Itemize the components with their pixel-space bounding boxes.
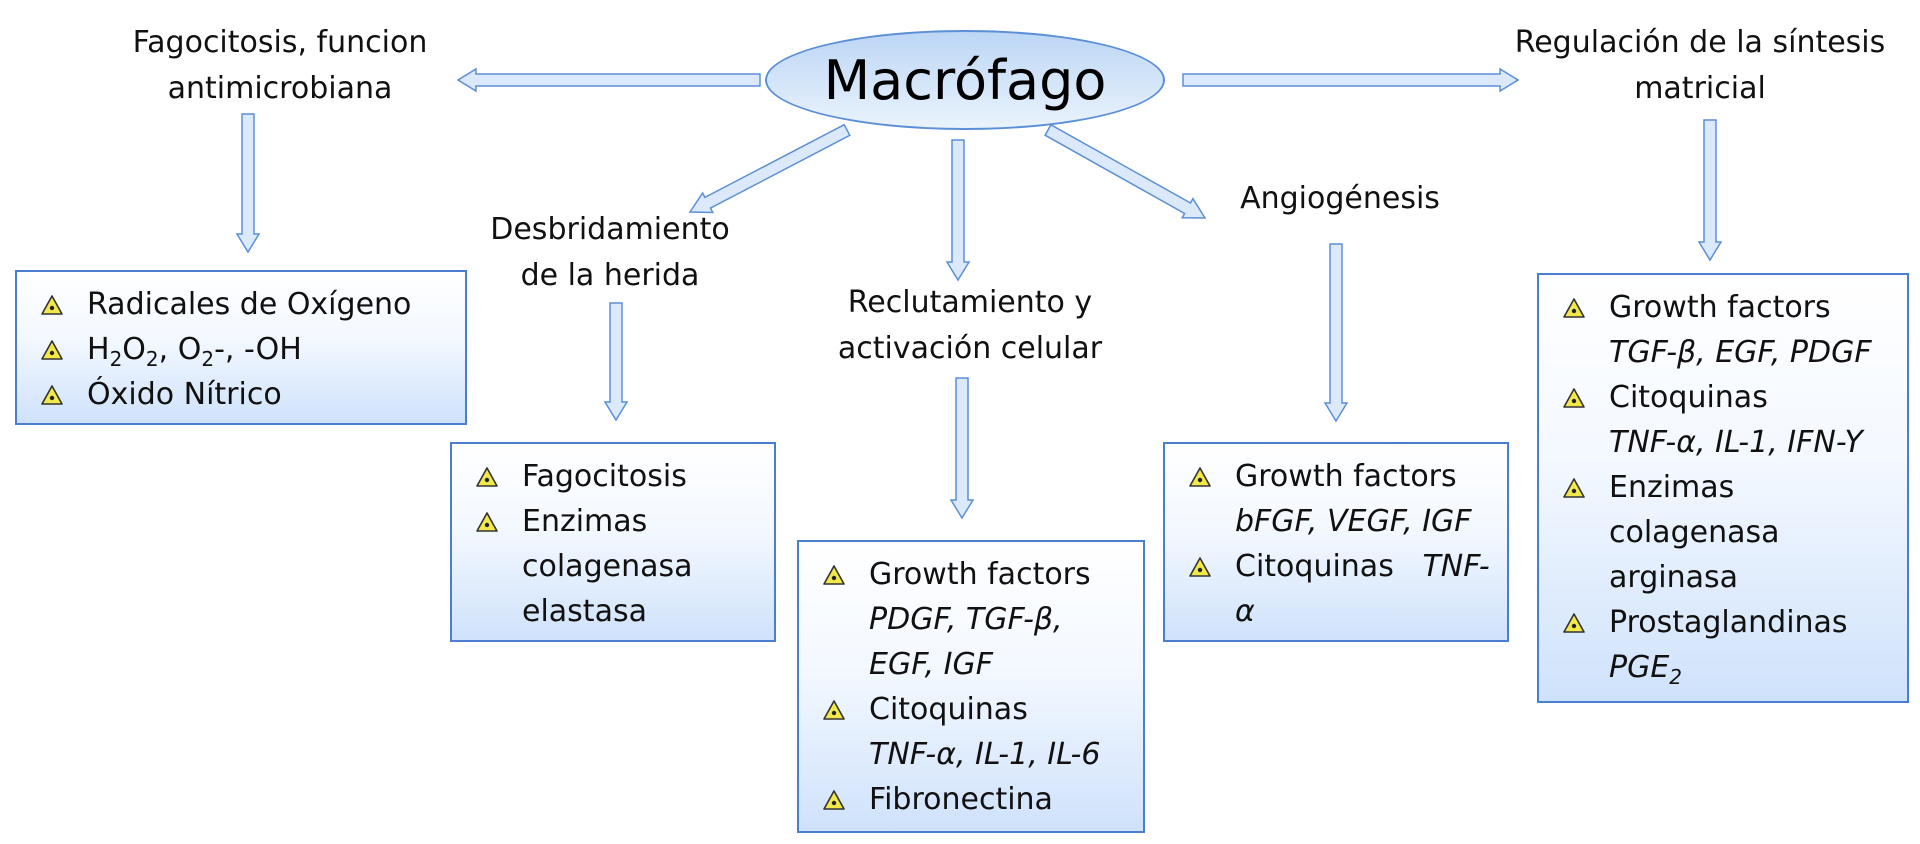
- reactive-species-text: H2O2, O2-, -OH: [87, 332, 302, 371]
- warning-triangle-icon: [1165, 544, 1235, 589]
- warning-triangle-icon: [452, 454, 522, 499]
- warning-triangle-icon: [799, 552, 869, 597]
- box-fagocitosis-products: Radicales de Oxígeno H2O2, O2-, -OH Óxid…: [15, 270, 467, 425]
- function-desbridamiento: Desbridamiento de la herida: [490, 212, 730, 293]
- warning-triangle-icon: [799, 777, 869, 822]
- arrow-desbridamiento-down: [603, 302, 629, 422]
- warning-triangle-icon: [17, 327, 87, 372]
- list-item: Enzimas colagenasa elastasa: [452, 499, 764, 634]
- box-desbridamiento-products: Fagocitosis Enzimas colagenasa elastasa: [450, 442, 776, 642]
- warning-triangle-icon: [17, 282, 87, 327]
- arrow-to-angiogenesis: [1044, 123, 1207, 219]
- arrow-to-desbridamiento: [688, 123, 851, 214]
- function-reclutamiento: Reclutamiento y activación celular: [837, 285, 1103, 366]
- warning-triangle-icon: [1539, 375, 1609, 420]
- arrow-fagocitosis-down: [235, 113, 261, 254]
- box-reclutamiento-products: Growth factors PDGF, TGF-β, EGF, IGF Cit…: [797, 540, 1145, 833]
- list-item: Growth factors bFGF, VEGF, IGF: [1165, 454, 1497, 544]
- list-item: Fagocitosis: [452, 454, 764, 499]
- arrow-regulacion-down: [1697, 119, 1723, 262]
- macrofago-label: Macrófago: [823, 48, 1107, 112]
- list-item: Fibronectina: [799, 777, 1133, 822]
- arrow-to-fagocitosis: [456, 67, 761, 93]
- warning-triangle-icon: [1539, 465, 1609, 510]
- box-angiogenesis-products: Growth factors bFGF, VEGF, IGF Citoquina…: [1163, 442, 1509, 642]
- list-item: H2O2, O2-, -OH: [17, 327, 455, 372]
- arrow-reclutamiento-down: [949, 377, 975, 520]
- list-item: Citoquinas TNF-α, IL-1, IFN-Y: [1539, 375, 1897, 465]
- warning-triangle-icon: [1165, 454, 1235, 499]
- arrow-to-reclutamiento: [945, 139, 971, 282]
- list-item: Growth factors PDGF, TGF-β, EGF, IGF: [799, 552, 1133, 687]
- list-item: Prostaglandinas PGE2: [1539, 600, 1897, 690]
- list-item: Growth factors TGF-β, EGF, PDGF: [1539, 285, 1897, 375]
- warning-triangle-icon: [799, 687, 869, 732]
- warning-triangle-icon: [452, 499, 522, 544]
- warning-triangle-icon: [1539, 285, 1609, 330]
- warning-triangle-icon: [17, 372, 87, 417]
- list-item: Radicales de Oxígeno: [17, 282, 455, 327]
- list-item: Óxido Nítrico: [17, 372, 455, 417]
- list-item: Enzimas colagenasa arginasa: [1539, 465, 1897, 600]
- list-item: Citoquinas TNF- α: [1165, 544, 1497, 634]
- box-regulacion-products: Growth factors TGF-β, EGF, PDGF Citoquin…: [1537, 273, 1909, 703]
- function-fagocitosis: Fagocitosis, funcion antimicrobiana: [132, 25, 428, 106]
- macrofago-node: Macrófago: [765, 30, 1165, 130]
- arrow-to-regulacion: [1182, 67, 1520, 93]
- function-regulacion: Regulación de la síntesis matricial: [1514, 25, 1886, 106]
- list-item: Citoquinas TNF-α, IL-1, IL-6: [799, 687, 1133, 777]
- arrow-angiogenesis-down: [1323, 243, 1349, 423]
- warning-triangle-icon: [1539, 600, 1609, 645]
- function-angiogenesis: Angiogénesis: [1240, 181, 1440, 216]
